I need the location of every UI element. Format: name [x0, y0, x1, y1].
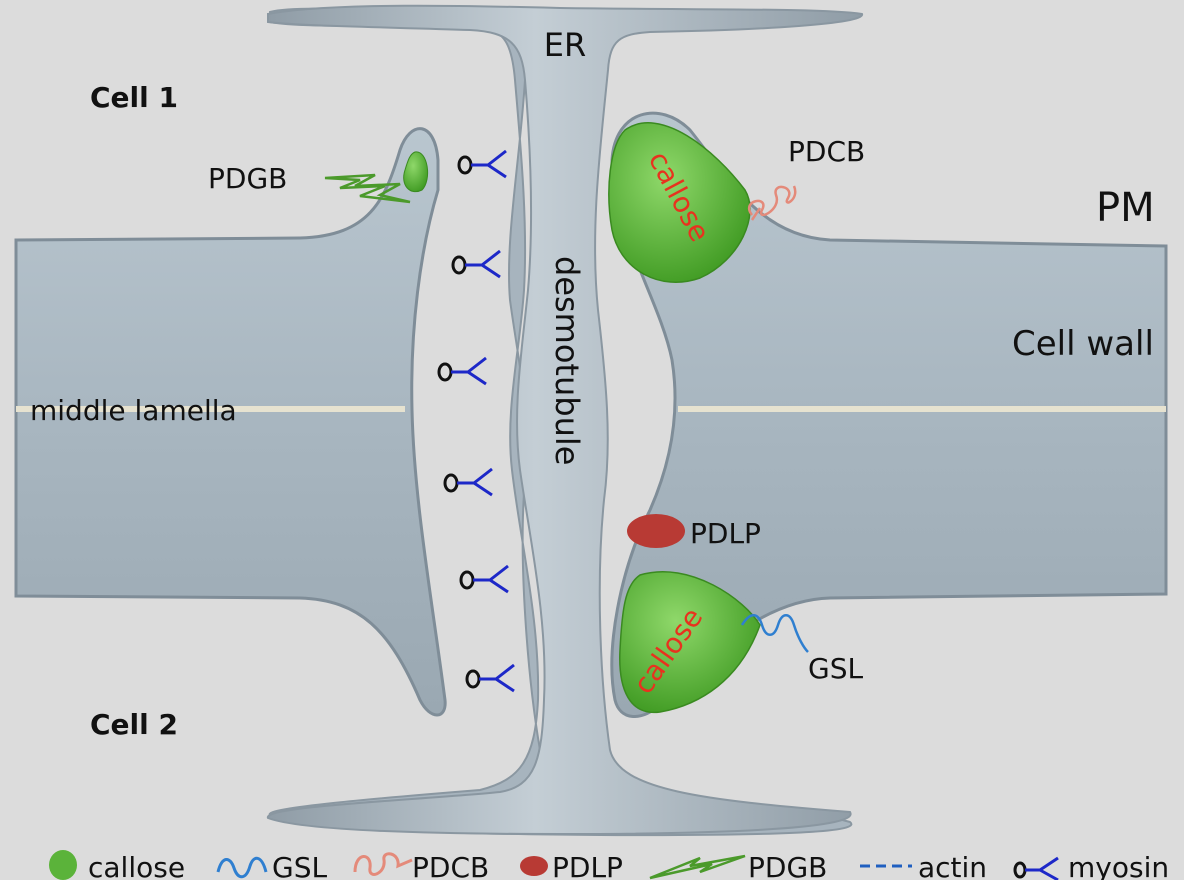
legend: callose GSL PDCB PDLP PDGB actin myosin — [49, 850, 1169, 880]
myosin-2 — [453, 251, 500, 277]
legend-pdgb-icon — [650, 856, 745, 878]
myosin-6 — [467, 665, 514, 691]
cell1-label: Cell 1 — [90, 81, 178, 114]
legend-myosin-label: myosin — [1068, 851, 1169, 880]
legend-actin-label: actin — [918, 851, 987, 880]
myosin-3 — [439, 358, 486, 384]
cell2-label: Cell 2 — [90, 708, 178, 741]
legend-myosin-icon — [1015, 858, 1058, 880]
legend-pdcb-icon — [355, 854, 412, 875]
pdcb-marker — [749, 186, 795, 220]
pm-label: PM — [1096, 185, 1155, 231]
pdgb-label: PDGB — [208, 162, 287, 195]
myosin-group — [439, 151, 514, 691]
gsl-label: GSL — [808, 652, 863, 685]
pdlp-marker — [627, 514, 685, 548]
pdlp-label: PDLP — [690, 517, 761, 550]
myosin-5 — [461, 566, 508, 592]
legend-pdlp-label: PDLP — [552, 851, 623, 880]
myosin-1 — [459, 151, 506, 177]
legend-callose-label: callose — [88, 851, 185, 880]
legend-gsl-icon — [218, 858, 266, 876]
desmotubule-label: desmotubule — [548, 256, 586, 465]
legend-pdlp-icon — [520, 856, 548, 876]
legend-gsl-label: GSL — [272, 851, 327, 880]
legend-pdgb-label: PDGB — [748, 851, 827, 880]
pdcb-label: PDCB — [788, 135, 865, 168]
legend-callose-icon — [49, 850, 77, 880]
myosin-4 — [445, 469, 492, 495]
middle-lamella-label: middle lamella — [30, 394, 237, 427]
cell-wall-label: Cell wall — [1012, 324, 1154, 364]
legend-pdcb-label: PDCB — [412, 851, 489, 880]
er-label: ER — [544, 26, 586, 64]
